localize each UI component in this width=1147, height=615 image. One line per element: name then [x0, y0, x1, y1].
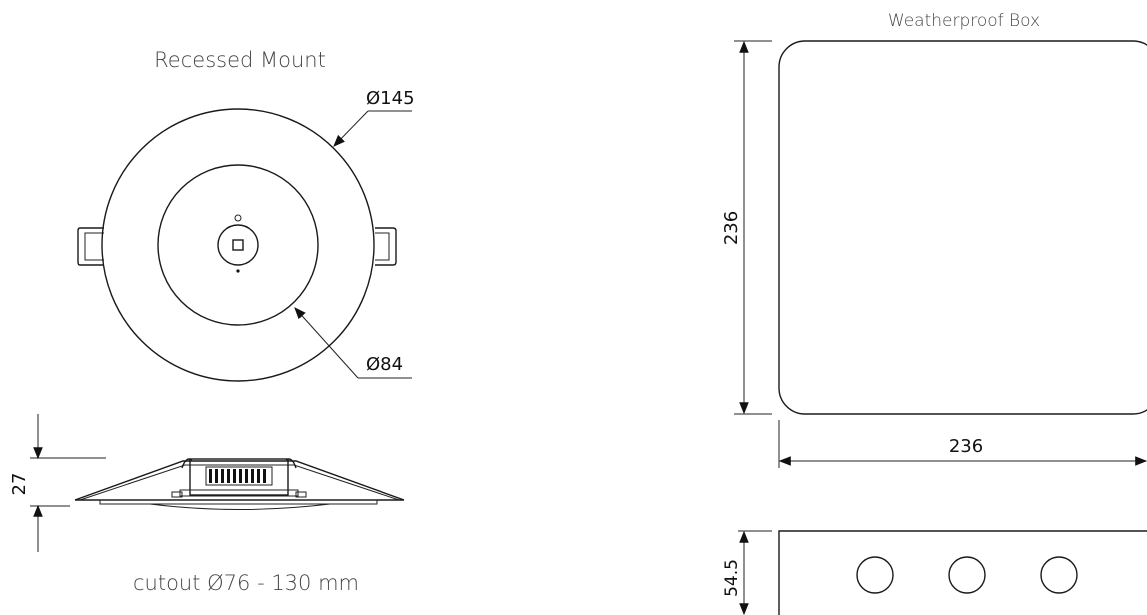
height-dimension: 27	[9, 414, 106, 552]
recessed-side-view	[74, 458, 405, 510]
box-height-dimension: 236	[721, 40, 772, 415]
inner-ring	[157, 164, 319, 326]
indicator-dot-bottom	[236, 269, 240, 273]
cutout-label: cutout Ø76 - 130 mm	[133, 571, 359, 595]
left-clip-inner	[84, 232, 104, 261]
recessed-top-view	[77, 108, 397, 382]
right-clip	[375, 227, 397, 266]
recessed-title: Recessed Mount	[154, 48, 326, 72]
cable-entry-2	[948, 556, 986, 594]
box-side-view	[778, 530, 1147, 615]
sensor-lens	[217, 224, 259, 266]
outer-ring	[101, 108, 375, 382]
height-label: 27	[9, 473, 30, 496]
inner-diameter-label: Ø84	[366, 354, 403, 375]
indicator-dot-top	[234, 214, 242, 222]
box-front-view	[778, 40, 1147, 415]
outer-diameter-label: Ø145	[366, 88, 415, 109]
cable-entry-3	[1040, 556, 1078, 594]
box-title: Weatherproof Box	[888, 11, 1040, 31]
box-width-label: 236	[949, 436, 983, 457]
box-depth-dimension: 54.5	[722, 530, 772, 615]
box-height-label: 236	[721, 211, 742, 245]
right-clip-inner	[375, 232, 390, 261]
outer-diameter-callout: Ø145	[333, 88, 415, 147]
inner-diameter-callout: Ø84	[294, 307, 412, 379]
box-depth-label: 54.5	[722, 559, 742, 597]
status-led	[232, 239, 244, 251]
cable-entry-1	[856, 556, 894, 594]
box-width-dimension: 236	[778, 420, 1147, 468]
fins	[209, 469, 266, 483]
left-clip	[77, 227, 104, 266]
